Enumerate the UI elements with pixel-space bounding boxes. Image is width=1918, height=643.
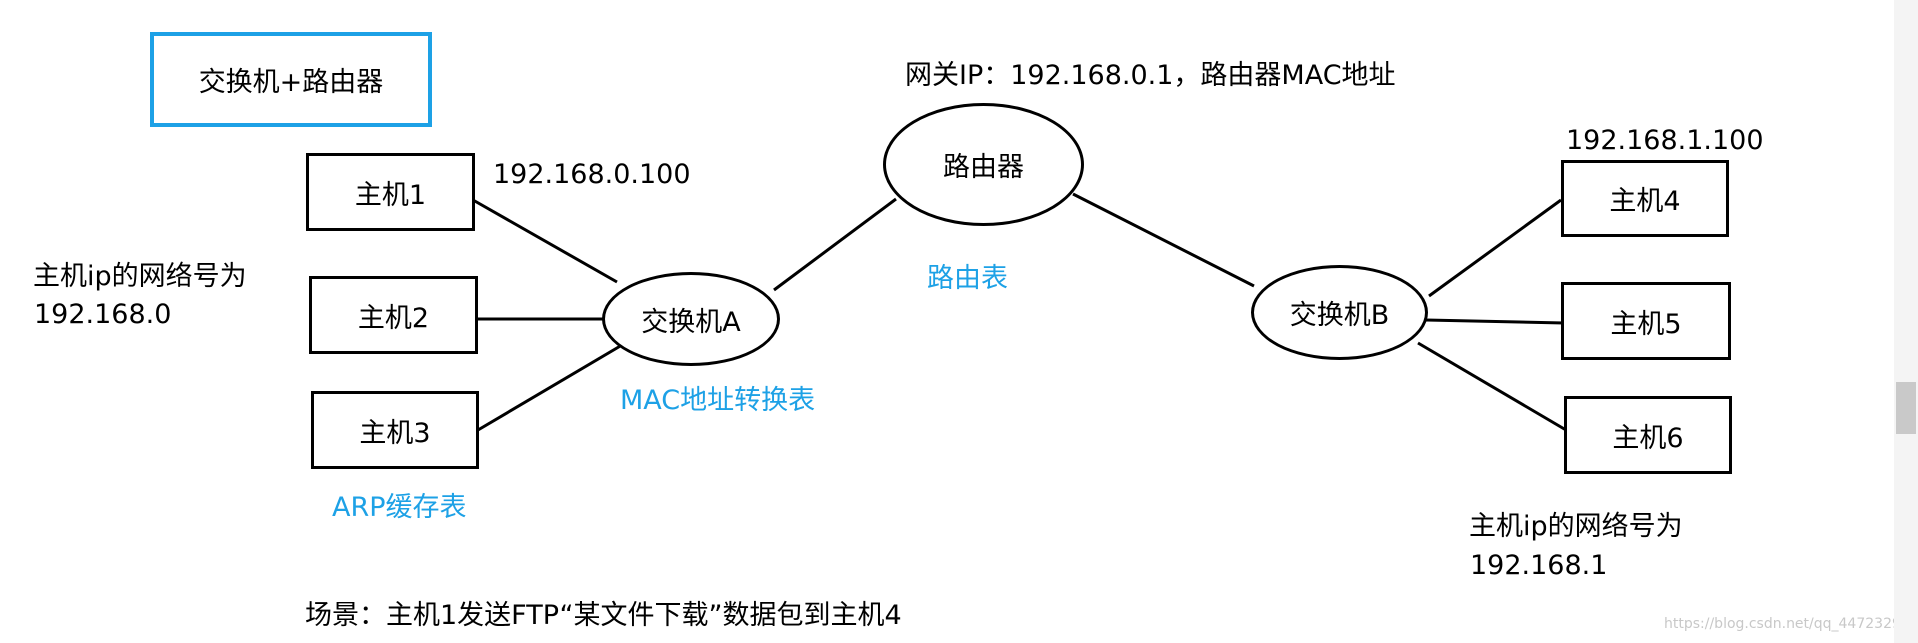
switch-a-label: 交换机A bbox=[641, 306, 741, 338]
title-box-label: 交换机+路由器 bbox=[198, 67, 384, 98]
title-box: 交换机+路由器 bbox=[150, 32, 432, 127]
host-4-box: 主机4 bbox=[1561, 160, 1729, 237]
routing-table-label: 路由表 bbox=[927, 263, 1008, 294]
scrollbar-thumb[interactable] bbox=[1896, 382, 1916, 434]
watermark-text: https://blog.csdn.net/qq_44723296 bbox=[1664, 616, 1910, 632]
right-network-label-line2: 192.168.1 bbox=[1470, 550, 1608, 581]
router-node: 路由器 bbox=[883, 103, 1084, 226]
host-5-label: 主机5 bbox=[1610, 308, 1682, 340]
arp-table-label: ARP缓存表 bbox=[332, 492, 467, 523]
host-6-box: 主机6 bbox=[1564, 396, 1732, 474]
vertical-scrollbar[interactable] bbox=[1894, 0, 1918, 643]
host1-ip-label: 192.168.0.100 bbox=[493, 159, 691, 190]
host-6-label: 主机6 bbox=[1612, 422, 1684, 454]
host-1-label: 主机1 bbox=[354, 179, 427, 211]
gateway-label: 网关IP：192.168.0.1，路由器MAC地址 bbox=[905, 60, 1396, 91]
switch-a-node: 交换机A bbox=[602, 272, 780, 366]
router-label: 路由器 bbox=[943, 152, 1024, 183]
link-switch-b-host6 bbox=[1417, 341, 1567, 432]
switch-b-node: 交换机B bbox=[1251, 265, 1428, 360]
host-3-label: 主机3 bbox=[359, 417, 431, 449]
link-router-switch-b bbox=[1072, 192, 1255, 288]
mac-table-label: MAC地址转换表 bbox=[620, 385, 816, 416]
scenario-text: 场景：主机1发送FTP“某文件下载”数据包到主机4 bbox=[305, 600, 902, 631]
host-1-box: 主机1 bbox=[306, 153, 475, 231]
host-5-box: 主机5 bbox=[1561, 282, 1731, 360]
host-3-box: 主机3 bbox=[311, 391, 479, 469]
host-2-label: 主机2 bbox=[357, 302, 430, 334]
host-2-box: 主机2 bbox=[309, 276, 478, 354]
host-4-label: 主机4 bbox=[1609, 186, 1681, 217]
switch-b-label: 交换机B bbox=[1289, 300, 1390, 331]
link-switch-a-router bbox=[773, 197, 897, 292]
link-switch-b-host5 bbox=[1425, 318, 1565, 325]
right-network-label-line1: 主机ip的网络号为 bbox=[1469, 511, 1683, 542]
link-host3-switch-a bbox=[477, 343, 623, 432]
link-host1-switch-a bbox=[472, 198, 618, 284]
left-network-label-line2: 192.168.0 bbox=[34, 299, 172, 330]
host4-ip-label: 192.168.1.100 bbox=[1566, 125, 1764, 156]
link-switch-b-host4 bbox=[1428, 198, 1562, 298]
left-network-label-line1: 主机ip的网络号为 bbox=[33, 261, 247, 292]
